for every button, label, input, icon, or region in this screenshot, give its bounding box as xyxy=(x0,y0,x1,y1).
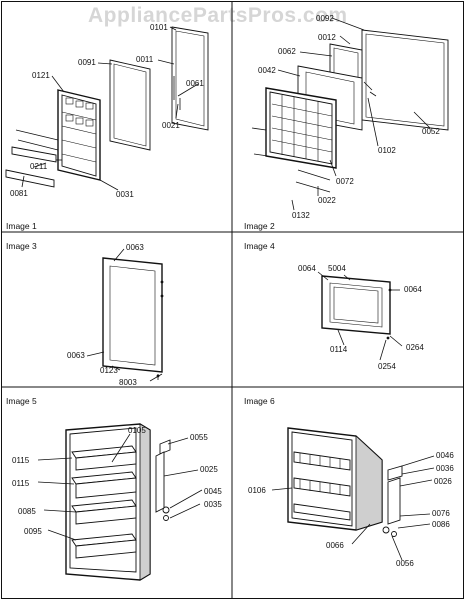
panel-caption-3: Image 3 xyxy=(6,241,37,251)
image-2-drawing: 0092 0012 0062 0042 0052 0102 0072 0022 … xyxy=(251,14,449,220)
image-5-drawing: 0105 0055 0115 0115 0025 0045 0035 0085 … xyxy=(12,423,222,581)
part-number: 0022 xyxy=(318,196,336,205)
part-number: 0095 xyxy=(24,527,42,536)
part-number: 0036 xyxy=(436,464,454,473)
part-number: 0086 xyxy=(432,520,450,529)
part-number: 0106 xyxy=(248,486,266,495)
part-number: 0056 xyxy=(396,559,414,568)
part-number: 0072 xyxy=(336,177,354,186)
part-number: 0115 xyxy=(12,456,30,465)
part-number: 0061 xyxy=(186,79,204,88)
part-number: 0132 xyxy=(292,211,310,220)
image-6-drawing: 0046 0036 0026 0106 0076 0086 0066 0056 xyxy=(248,427,454,568)
part-number: 0021 xyxy=(162,121,180,130)
panel-caption-2: Image 2 xyxy=(244,221,275,231)
part-number: 0066 xyxy=(326,541,344,550)
part-number: 0035 xyxy=(204,500,222,509)
part-number: 0121 xyxy=(32,71,50,80)
part-number: 0091 xyxy=(78,58,96,67)
image-3-drawing: 0063 0063 0123 8003 xyxy=(67,243,164,387)
part-number: 0045 xyxy=(204,487,222,496)
part-number: 8003 xyxy=(119,378,137,387)
part-number: 0264 xyxy=(406,343,424,352)
part-number: 0052 xyxy=(422,127,440,136)
panel-caption-1: Image 1 xyxy=(6,221,37,231)
part-number: 0064 xyxy=(404,285,422,294)
part-number: 0076 xyxy=(432,509,450,518)
image-4-drawing: 5004 0064 0064 0114 0264 0254 xyxy=(298,264,424,371)
part-number: 0055 xyxy=(190,433,208,442)
watermark: AppliancePartsPros.com xyxy=(88,4,348,27)
part-number: 0025 xyxy=(200,465,218,474)
part-number: 0042 xyxy=(258,66,276,75)
part-number: 0102 xyxy=(378,146,396,155)
part-number: 0115 xyxy=(12,479,30,488)
part-number: 0063 xyxy=(67,351,85,360)
part-number: 0092 xyxy=(316,14,334,23)
image-1-drawing: 0121 0091 0011 0061 0021 0211 0081 0031 … xyxy=(5,23,209,199)
part-number: 0101 xyxy=(150,23,168,32)
part-number: 0062 xyxy=(278,47,296,56)
part-number: 0046 xyxy=(436,451,454,460)
part-number: 0081 xyxy=(10,189,28,198)
part-number: 0105 xyxy=(128,426,146,435)
part-number: 0211 xyxy=(30,162,48,171)
part-number: 0012 xyxy=(318,33,336,42)
panel-caption-4: Image 4 xyxy=(244,241,275,251)
part-number: 5004 xyxy=(328,264,346,273)
part-number: 0254 xyxy=(378,362,396,371)
part-number: 0063 xyxy=(126,243,144,252)
part-number: 0011 xyxy=(136,55,154,64)
part-number: 0123 xyxy=(100,366,118,375)
part-number: 0085 xyxy=(18,507,36,516)
panel-caption-6: Image 6 xyxy=(244,396,275,406)
part-number: 0064 xyxy=(298,264,316,273)
part-number: 0114 xyxy=(330,345,348,354)
part-number: 0026 xyxy=(434,477,452,486)
panel-caption-5: Image 5 xyxy=(6,396,37,406)
part-number: 0031 xyxy=(116,190,134,199)
